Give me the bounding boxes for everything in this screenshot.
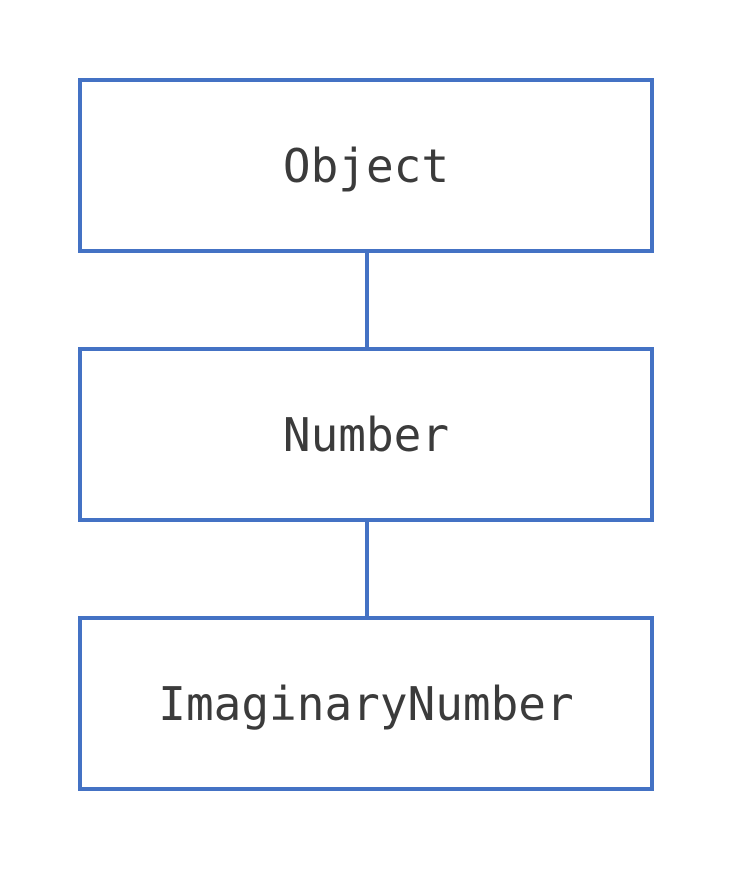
class-label-number: Number <box>282 407 450 462</box>
connector-object-number <box>365 253 369 347</box>
class-label-imaginarynumber: ImaginaryNumber <box>158 676 574 731</box>
class-box-object: Object <box>78 78 654 253</box>
class-box-imaginarynumber: ImaginaryNumber <box>78 616 654 791</box>
connector-number-imaginarynumber <box>365 522 369 616</box>
class-label-object: Object <box>282 138 450 193</box>
class-box-number: Number <box>78 347 654 522</box>
